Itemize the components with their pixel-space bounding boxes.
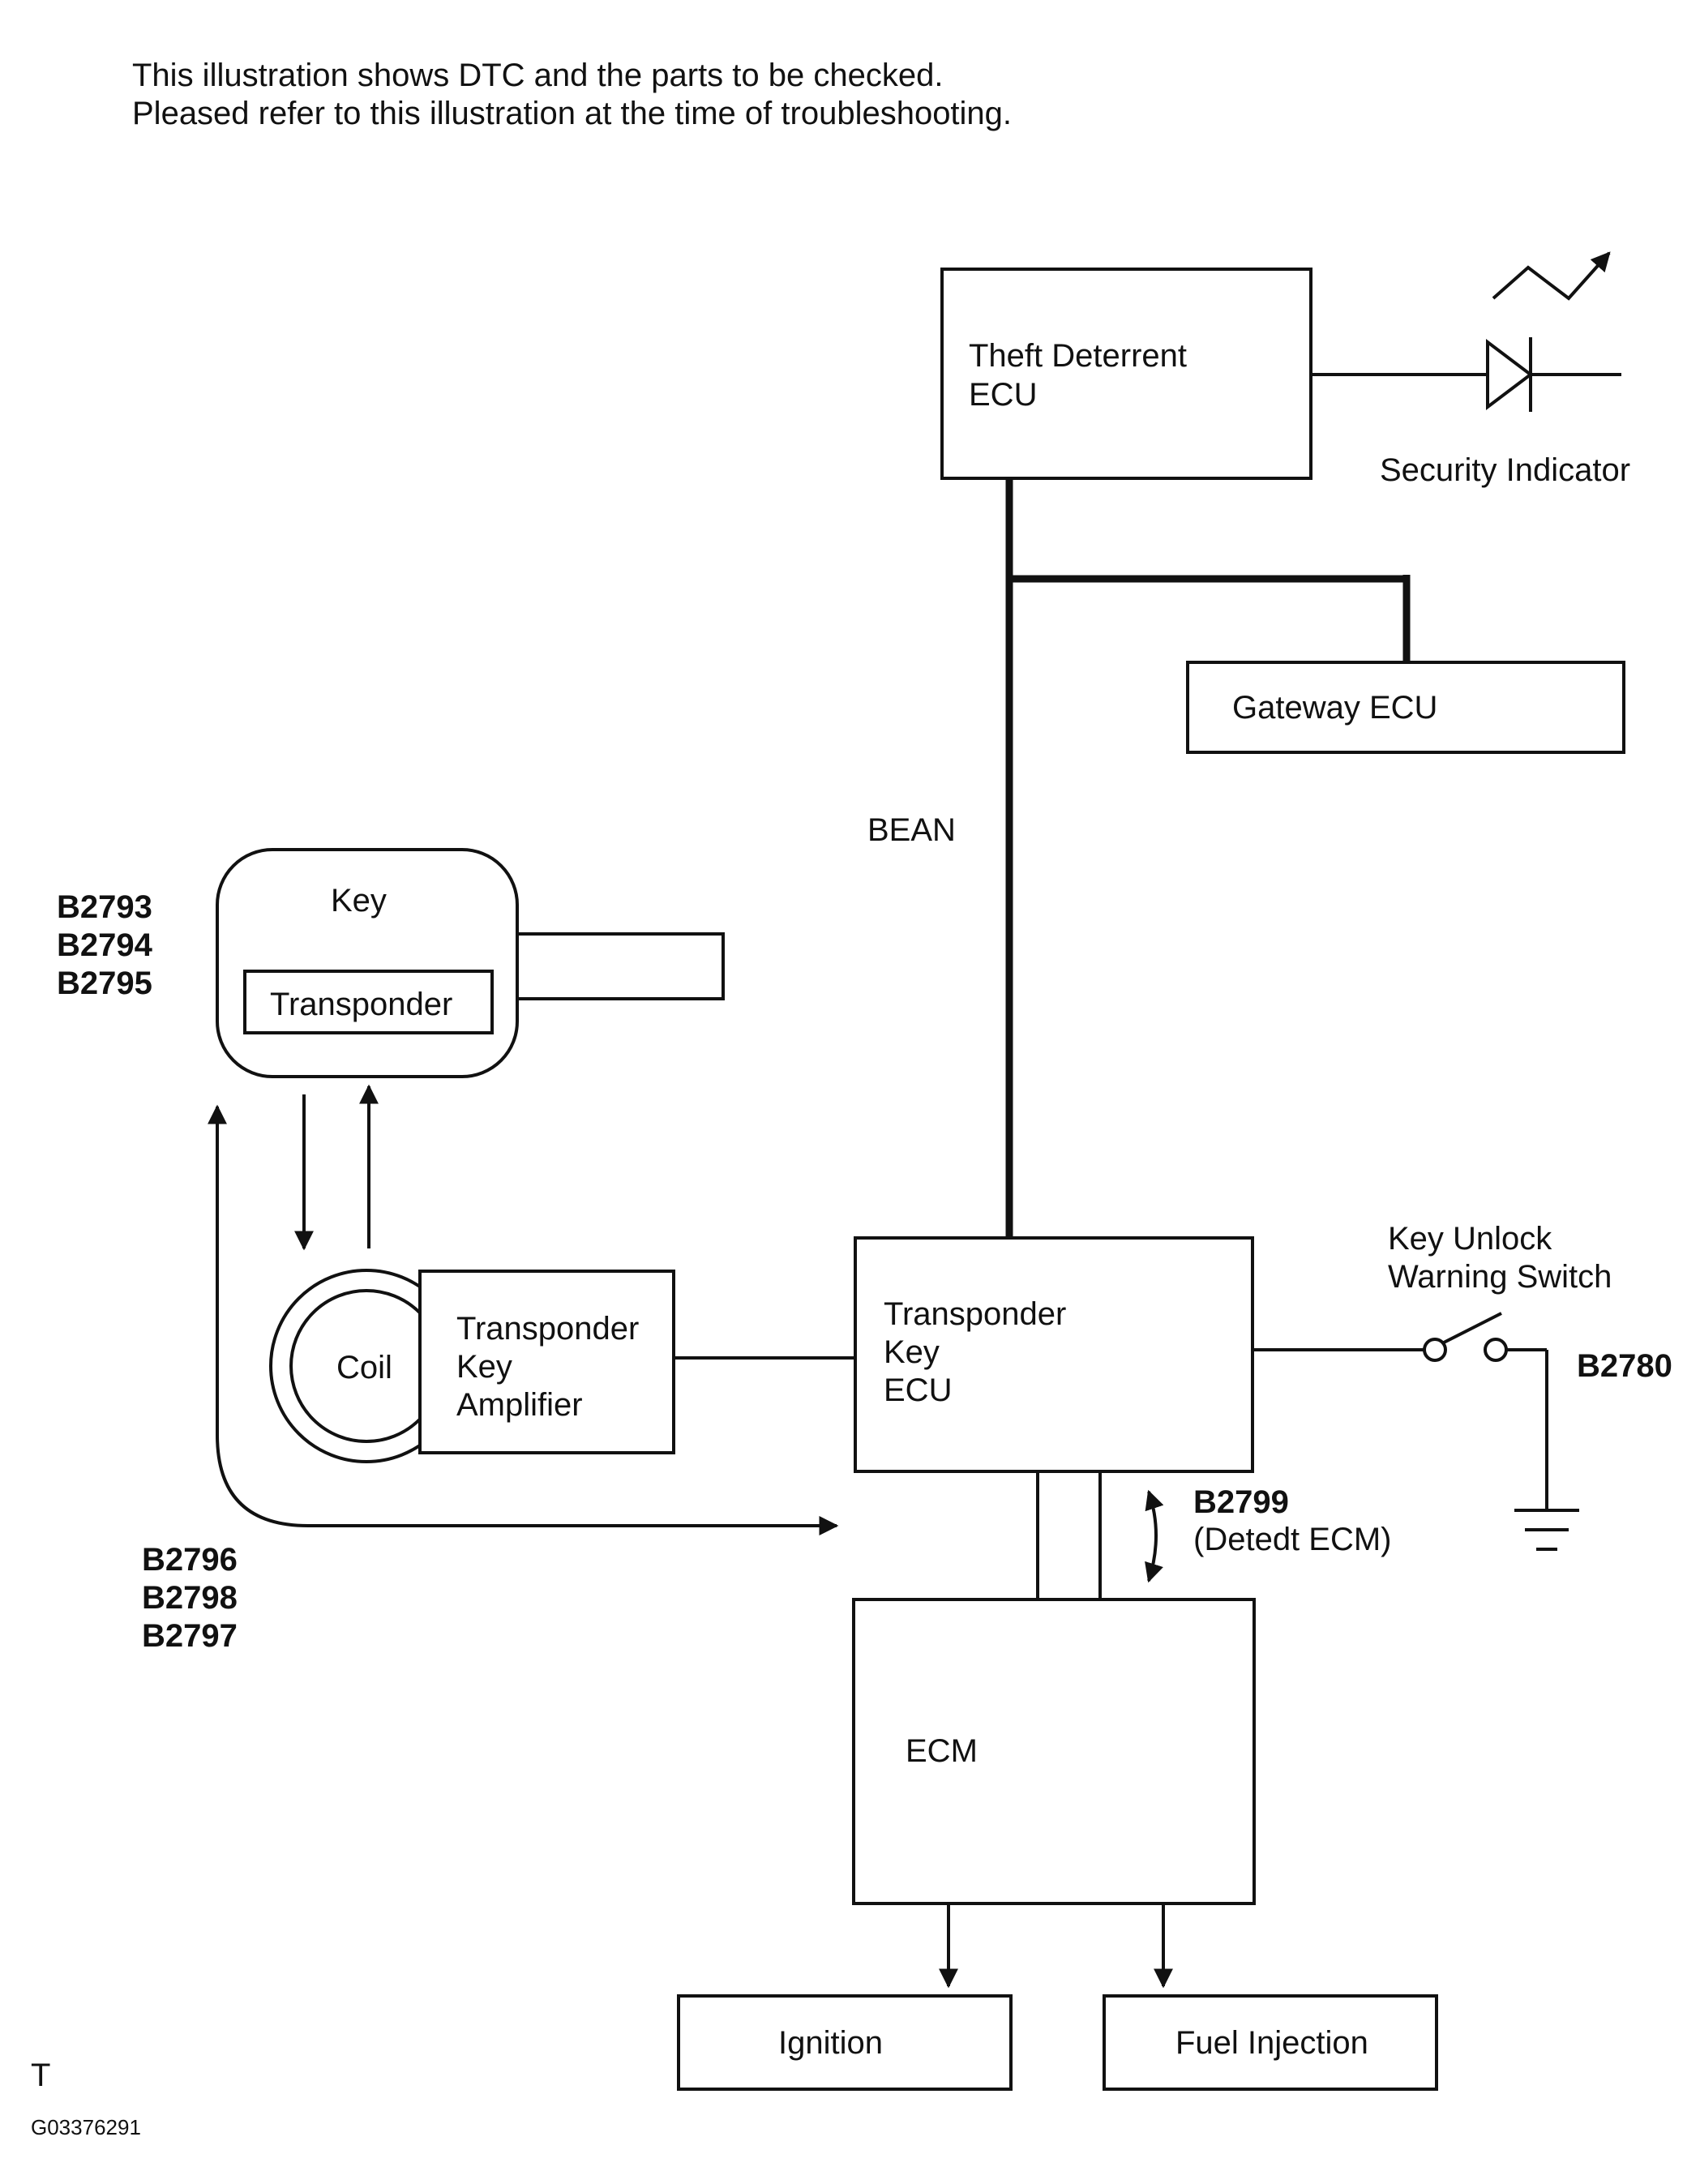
security-indicator-label: Security Indicator [1380, 452, 1630, 488]
amplifier-dtc-codes: B2796 B2798 B2797 [142, 1542, 238, 1654]
theft-ecu-label-2: ECU [969, 377, 1037, 413]
gateway-ecu: Gateway ECU [1186, 661, 1625, 754]
footer-mark: T [31, 2058, 50, 2093]
dtc-code: B2796 [142, 1542, 238, 1578]
bean-label: BEAN [867, 812, 956, 848]
security-indicator-led-icon [1486, 251, 1621, 412]
transponder-ecu-label-3: ECU [884, 1372, 952, 1408]
key-dtc-codes: B2793 B2794 B2795 [57, 889, 153, 1001]
key-unlock-switch-label-2: Warning Switch [1388, 1259, 1612, 1295]
figure-id: G03376291 [31, 2115, 141, 2139]
amplifier-label-3: Amplifier [456, 1387, 583, 1423]
fuel-injection-label: Fuel Injection [1175, 2025, 1368, 2061]
dtc-code: B2794 [57, 927, 153, 963]
fuel-injection-box: Fuel Injection [1103, 1994, 1438, 2091]
dtc-code: B2797 [142, 1618, 238, 1654]
switch-dtc-code: B2780 [1577, 1348, 1672, 1384]
coil-label: Coil [336, 1350, 392, 1385]
ignition-label: Ignition [778, 2025, 883, 2061]
ignition-box: Ignition [677, 1994, 1013, 2091]
transponder-ecu-label-1: Transponder [884, 1296, 1066, 1332]
dtc-code: B2795 [57, 966, 152, 1001]
bean-bus [1005, 478, 1411, 1238]
dtc-code: B2798 [142, 1580, 238, 1616]
key-icon: Key Transponder [216, 848, 725, 1078]
ecm-check-arrow [1145, 1489, 1164, 1583]
transponder-chip-label: Transponder [270, 987, 452, 1022]
key-unlock-switch-icon [1253, 1312, 1548, 1510]
key-label: Key [331, 883, 387, 919]
theft-ecu-label-1: Theft Deterrent [969, 338, 1187, 374]
ecm-dtc-note: (Detedt ECM) [1193, 1522, 1392, 1557]
key-ecu-signal-arrow [208, 1104, 839, 1535]
gateway-ecu-label: Gateway ECU [1232, 690, 1437, 726]
header-line-1: This illustration shows DTC and the part… [132, 58, 943, 93]
transponder-key-ecu: Transponder Key ECU [854, 1236, 1254, 1473]
ecm-label: ECM [906, 1733, 978, 1769]
amplifier-label-1: Transponder [456, 1311, 639, 1347]
key-unlock-switch-label-1: Key Unlock [1388, 1221, 1552, 1257]
ecm: ECM [852, 1598, 1256, 1905]
dtc-code: B2793 [57, 889, 152, 925]
ecm-dtc-code: B2799 [1193, 1484, 1289, 1520]
ground-icon [1514, 1509, 1579, 1551]
transponder-key-amplifier: Transponder Key Amplifier [418, 1270, 675, 1454]
theft-deterrent-ecu: Theft Deterrent ECU [940, 268, 1312, 480]
amplifier-label-2: Key [456, 1349, 512, 1385]
transponder-ecu-label-2: Key [884, 1334, 940, 1370]
header-line-2: Pleased refer to this illustration at th… [132, 96, 1012, 131]
